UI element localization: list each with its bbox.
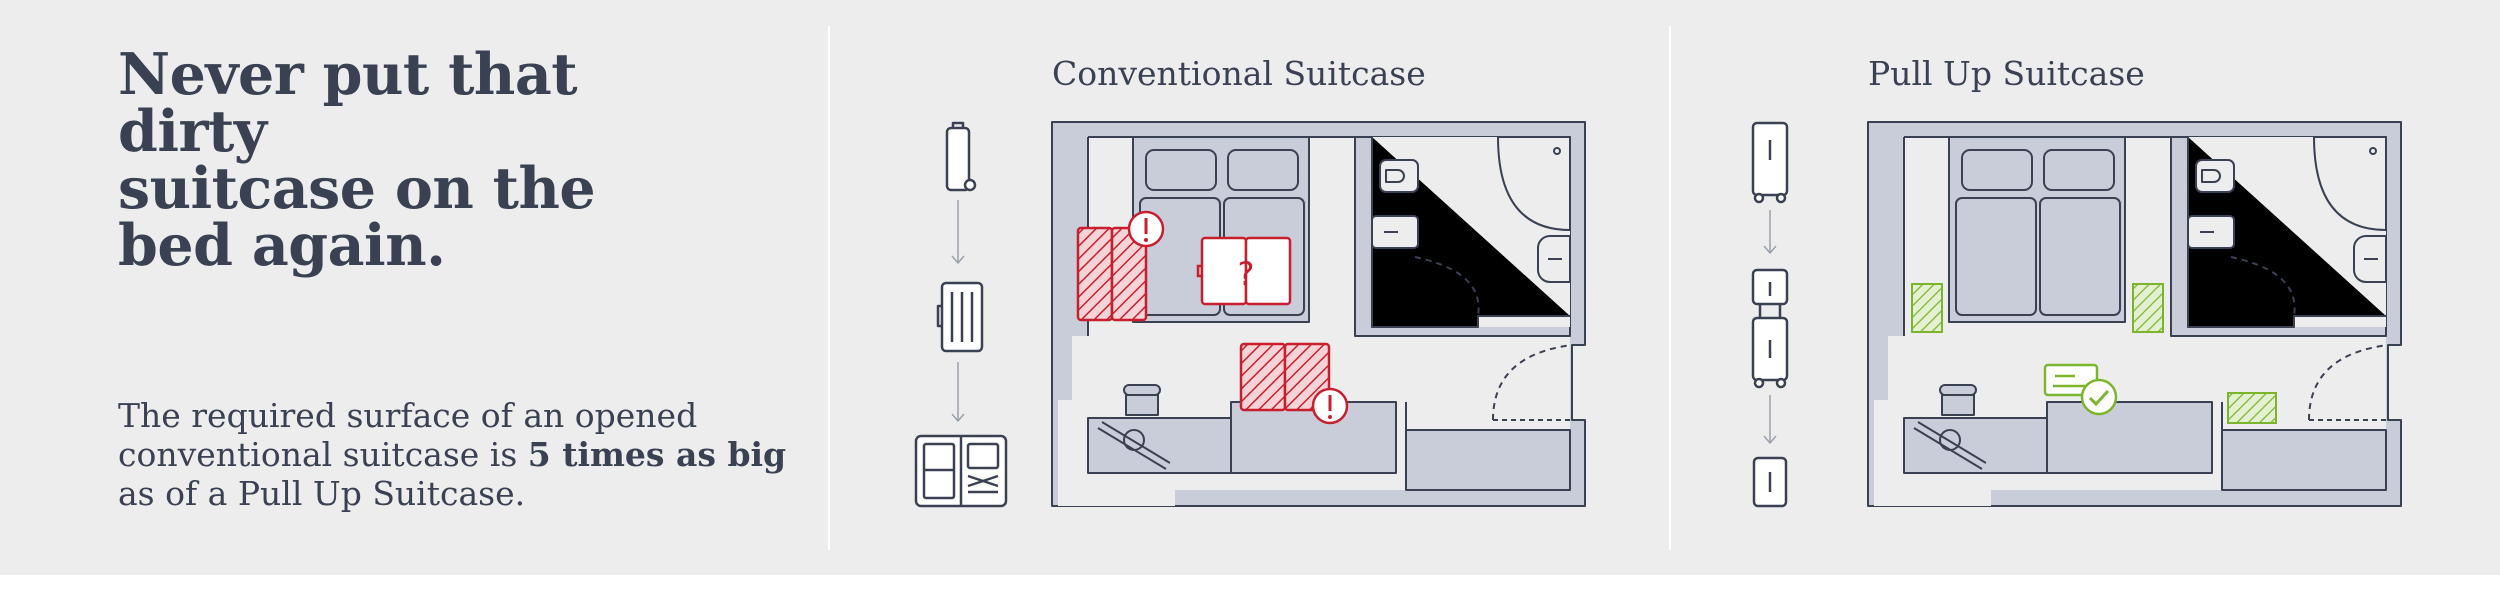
opened-suitcase-icon <box>914 434 1008 508</box>
exclamation-icon <box>1127 210 1165 248</box>
bathroom <box>2170 136 2387 337</box>
conventional-suitcase-sequence <box>914 121 1008 508</box>
down-arrow-icon <box>1763 210 1777 254</box>
lying-suitcase-icon <box>936 281 984 353</box>
open-suitcase-near-bed <box>1076 226 1148 322</box>
down-arrow-icon <box>951 362 965 422</box>
pullup-footprint-near-entry <box>2227 392 2277 424</box>
upright-suitcase-icon <box>945 121 977 192</box>
headline-line-2: suitcase on the <box>118 155 596 222</box>
exclamation-icon <box>1311 387 1349 425</box>
note-text-start: The required surface of an opened conven… <box>118 396 698 474</box>
headline-line-3: bed again. <box>118 212 446 279</box>
down-arrow-icon <box>1763 395 1777 444</box>
headline: Never put that dirty suitcase on the bed… <box>118 46 738 274</box>
pullup-panel-title: Pull Up Suitcase <box>1868 54 2145 93</box>
pullup-suitcase-compact-icon <box>1752 456 1788 508</box>
floor-plan-illustrations: ? <box>914 121 2402 508</box>
svg-text:?: ? <box>1238 255 1255 293</box>
desk-chair <box>1123 384 1161 416</box>
double-bed <box>1948 136 2126 323</box>
pullup-suitcase-extended-icon <box>1751 268 1789 389</box>
question-icon: ? <box>1238 255 1255 293</box>
open-suitcase-on-bed <box>1196 236 1292 306</box>
check-icon <box>2080 378 2118 416</box>
pullup-footprint-right-of-bed <box>2132 283 2164 333</box>
conventional-panel-title: Conventional Suitcase <box>1052 54 1426 93</box>
panel-divider <box>1669 26 1671 550</box>
pullup-footprint-left-of-bed <box>1911 283 1943 333</box>
down-arrow-icon <box>951 200 965 264</box>
pullup-suitcase-sequence <box>1751 121 1789 508</box>
headline-line-1: Never put that dirty <box>118 41 578 165</box>
bathroom <box>1354 136 1571 337</box>
note-emphasis: 5 times as big <box>527 435 787 474</box>
pullup-suitcase-upright-icon <box>1751 121 1789 204</box>
note-text-end: as of a Pull Up Suitcase. <box>118 474 526 513</box>
surface-comparison-note: The required surface of an opened conven… <box>118 396 818 513</box>
desk-chair <box>1939 384 1977 416</box>
infographic-banner: Never put that dirty suitcase on the bed… <box>0 0 2500 575</box>
panel-divider <box>828 26 830 550</box>
